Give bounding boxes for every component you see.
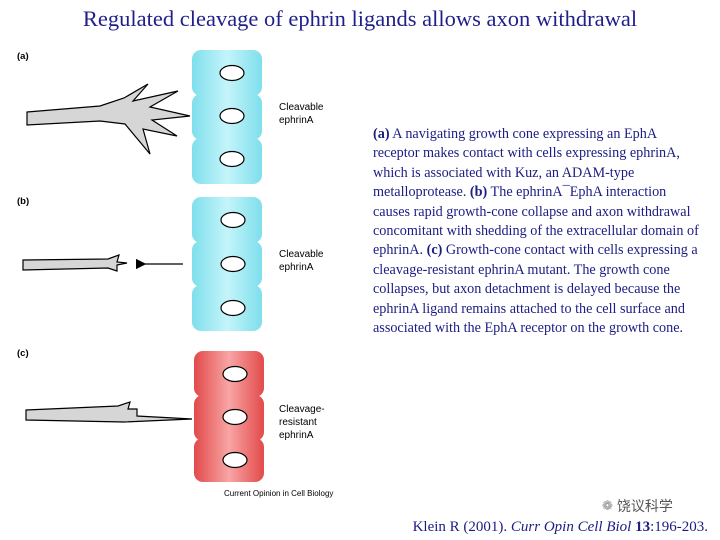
caption-text-c: Growth-cone contact with cells expressin…: [373, 242, 698, 337]
citation-journal: Curr Opin Cell Biol: [510, 519, 632, 535]
cell-label-b: Cleavable ephrinA: [279, 249, 326, 273]
cell-nucleus: [219, 150, 245, 168]
cell-label-a-line-1: Cleavable: [279, 102, 324, 113]
cell-nucleus: [222, 365, 248, 383]
cell-label-a: Cleavable ephrinA: [279, 102, 326, 126]
panel-label-b: (b): [17, 196, 29, 207]
watermark: ❁ 饶议科学: [602, 496, 673, 516]
growth-cone-a: [26, 83, 191, 155]
figure-caption: (a) A navigating growth cone expressing …: [373, 125, 701, 338]
cell-label-b-line-1: Cleavable: [279, 249, 324, 260]
panel-label-c: (c): [17, 348, 29, 359]
caption-label-b: (b): [469, 184, 488, 201]
collapsed-growth-cone-b: [22, 254, 128, 272]
caption-text-b: The ephrinA¯EphA interaction causes rapi…: [373, 184, 699, 259]
watermark-text: 饶议科学: [616, 499, 673, 515]
panel-label-a: (a): [17, 51, 29, 62]
cell-nucleus: [220, 211, 246, 229]
cell-nucleus: [220, 299, 246, 317]
attached-growth-cone-c: [25, 401, 193, 423]
cell-label-c-line-2: resistant: [279, 417, 317, 428]
cell-column-b: [192, 197, 262, 331]
cell-nucleus: [219, 64, 245, 82]
cell-label-a-line-2: ephrinA: [279, 115, 314, 126]
citation: Klein R (2001). Curr Opin Cell Biol 13:1…: [413, 519, 708, 536]
cell-label-c-line-3: ephrinA: [279, 430, 314, 441]
citation-authors: Klein R (2001).: [412, 519, 511, 535]
cell-nucleus: [222, 408, 248, 426]
cell-column-a: [192, 50, 262, 184]
cell-label-c-line-1: Cleavage-: [279, 404, 325, 415]
page-title: Regulated cleavage of ephrin ligands all…: [82, 6, 638, 31]
cell-nucleus: [222, 451, 248, 469]
citation-volume: 13: [635, 519, 651, 535]
caption-label-c: (c): [426, 242, 443, 259]
citation-pages: :196-203.: [650, 519, 708, 535]
cell-nucleus: [219, 107, 245, 125]
wechat-icon: ❁: [602, 498, 613, 514]
caption-label-a: (a): [373, 126, 390, 142]
cell-nucleus: [220, 255, 246, 273]
cell-column-c: [194, 351, 264, 482]
cell-label-b-line-2: ephrinA: [279, 262, 314, 273]
caption-text-a: A navigating growth cone expressing an E…: [373, 126, 680, 201]
source-credit: Current Opinion in Cell Biology: [224, 489, 333, 498]
cell-label-c: Cleavage- resistant ephrinA: [279, 404, 327, 441]
